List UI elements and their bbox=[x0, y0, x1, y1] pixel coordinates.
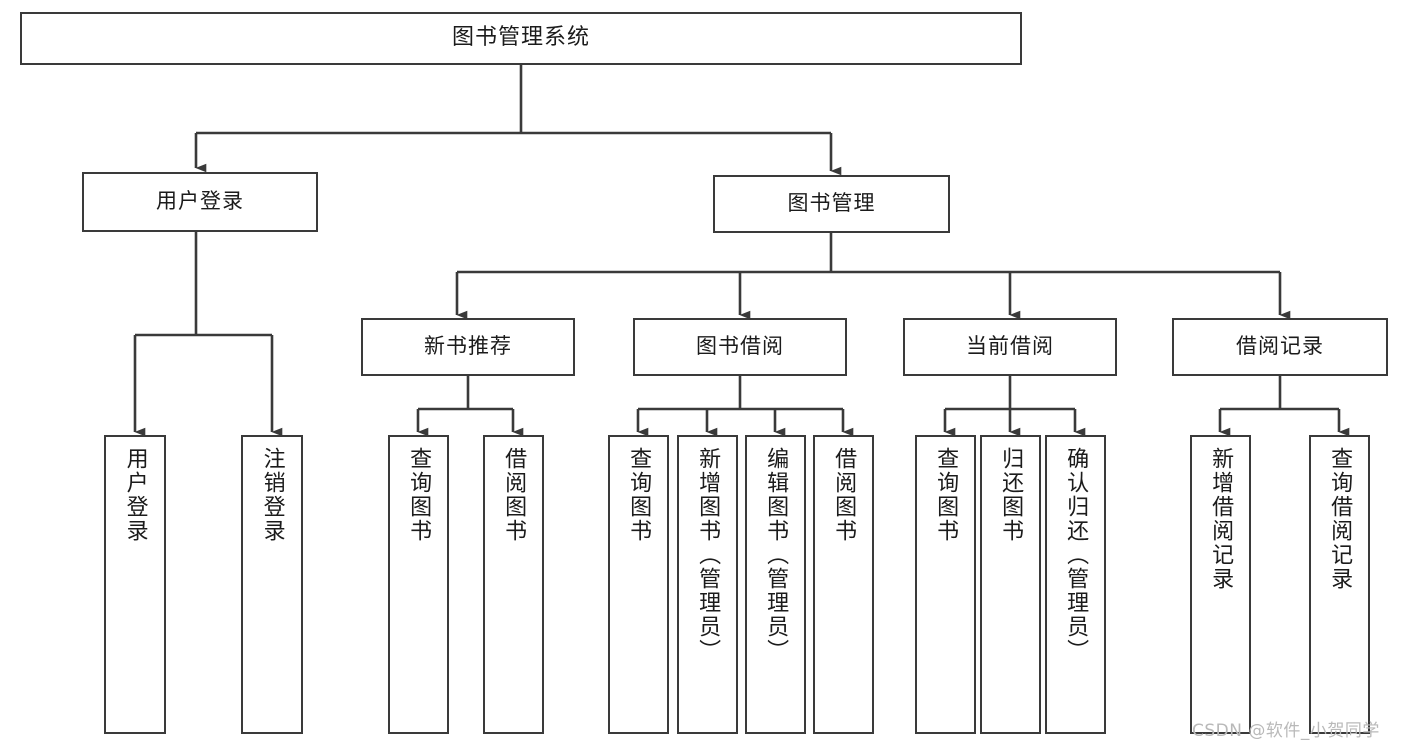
node-leaf-query-book-1-label: 查询图书 bbox=[406, 447, 432, 543]
node-leaf-query-book-2[interactable]: 查询图书 bbox=[608, 435, 669, 734]
node-current-borrow[interactable]: 当前借阅 bbox=[903, 318, 1117, 376]
node-leaf-borrow-book-1-label: 借阅图书 bbox=[501, 447, 527, 543]
node-leaf-borrow-book-2-label: 借阅图书 bbox=[831, 447, 857, 543]
node-leaf-add-book[interactable]: 新增图书（管理员） bbox=[677, 435, 738, 734]
node-leaf-confirm-return-label: 确认归还（管理员） bbox=[1063, 447, 1089, 663]
node-new-book-recommend-label: 新书推荐 bbox=[424, 334, 512, 359]
node-leaf-logout-login-label: 注销登录 bbox=[259, 447, 285, 543]
node-leaf-confirm-return[interactable]: 确认归还（管理员） bbox=[1045, 435, 1106, 734]
node-leaf-query-book-3[interactable]: 查询图书 bbox=[915, 435, 976, 734]
node-borrow-record-label: 借阅记录 bbox=[1236, 334, 1324, 359]
node-new-book-recommend[interactable]: 新书推荐 bbox=[361, 318, 575, 376]
csdn-watermark: CSDN @软件_小贺同学 bbox=[1192, 721, 1380, 741]
node-leaf-add-record-label: 新增借阅记录 bbox=[1208, 447, 1234, 591]
node-leaf-user-login-label: 用户登录 bbox=[122, 447, 148, 543]
node-user-login[interactable]: 用户登录 bbox=[82, 172, 318, 232]
node-borrow-record[interactable]: 借阅记录 bbox=[1172, 318, 1388, 376]
node-leaf-borrow-book-2[interactable]: 借阅图书 bbox=[813, 435, 874, 734]
node-leaf-borrow-book-1[interactable]: 借阅图书 bbox=[483, 435, 544, 734]
node-current-borrow-label: 当前借阅 bbox=[966, 334, 1054, 359]
node-leaf-edit-book-label: 编辑图书（管理员） bbox=[763, 447, 789, 663]
node-book-manage[interactable]: 图书管理 bbox=[713, 175, 950, 233]
node-leaf-add-book-label: 新增图书（管理员） bbox=[695, 447, 721, 663]
node-leaf-add-record[interactable]: 新增借阅记录 bbox=[1190, 435, 1251, 734]
node-book-borrow[interactable]: 图书借阅 bbox=[633, 318, 847, 376]
node-user-login-label: 用户登录 bbox=[156, 189, 244, 214]
node-book-manage-label: 图书管理 bbox=[787, 191, 876, 216]
node-root[interactable]: 图书管理系统 bbox=[20, 12, 1022, 65]
node-leaf-query-record-label: 查询借阅记录 bbox=[1327, 447, 1353, 591]
node-leaf-user-login[interactable]: 用户登录 bbox=[104, 435, 166, 734]
node-leaf-return-book-label: 归还图书 bbox=[998, 447, 1024, 543]
node-leaf-query-book-3-label: 查询图书 bbox=[933, 447, 959, 543]
node-leaf-query-book-1[interactable]: 查询图书 bbox=[388, 435, 449, 734]
node-leaf-logout-login[interactable]: 注销登录 bbox=[241, 435, 303, 734]
node-leaf-edit-book[interactable]: 编辑图书（管理员） bbox=[745, 435, 806, 734]
node-leaf-return-book[interactable]: 归还图书 bbox=[980, 435, 1041, 734]
node-leaf-query-record[interactable]: 查询借阅记录 bbox=[1309, 435, 1370, 734]
node-book-borrow-label: 图书借阅 bbox=[696, 334, 784, 359]
node-leaf-query-book-2-label: 查询图书 bbox=[626, 447, 652, 543]
node-root-label: 图书管理系统 bbox=[451, 25, 590, 51]
